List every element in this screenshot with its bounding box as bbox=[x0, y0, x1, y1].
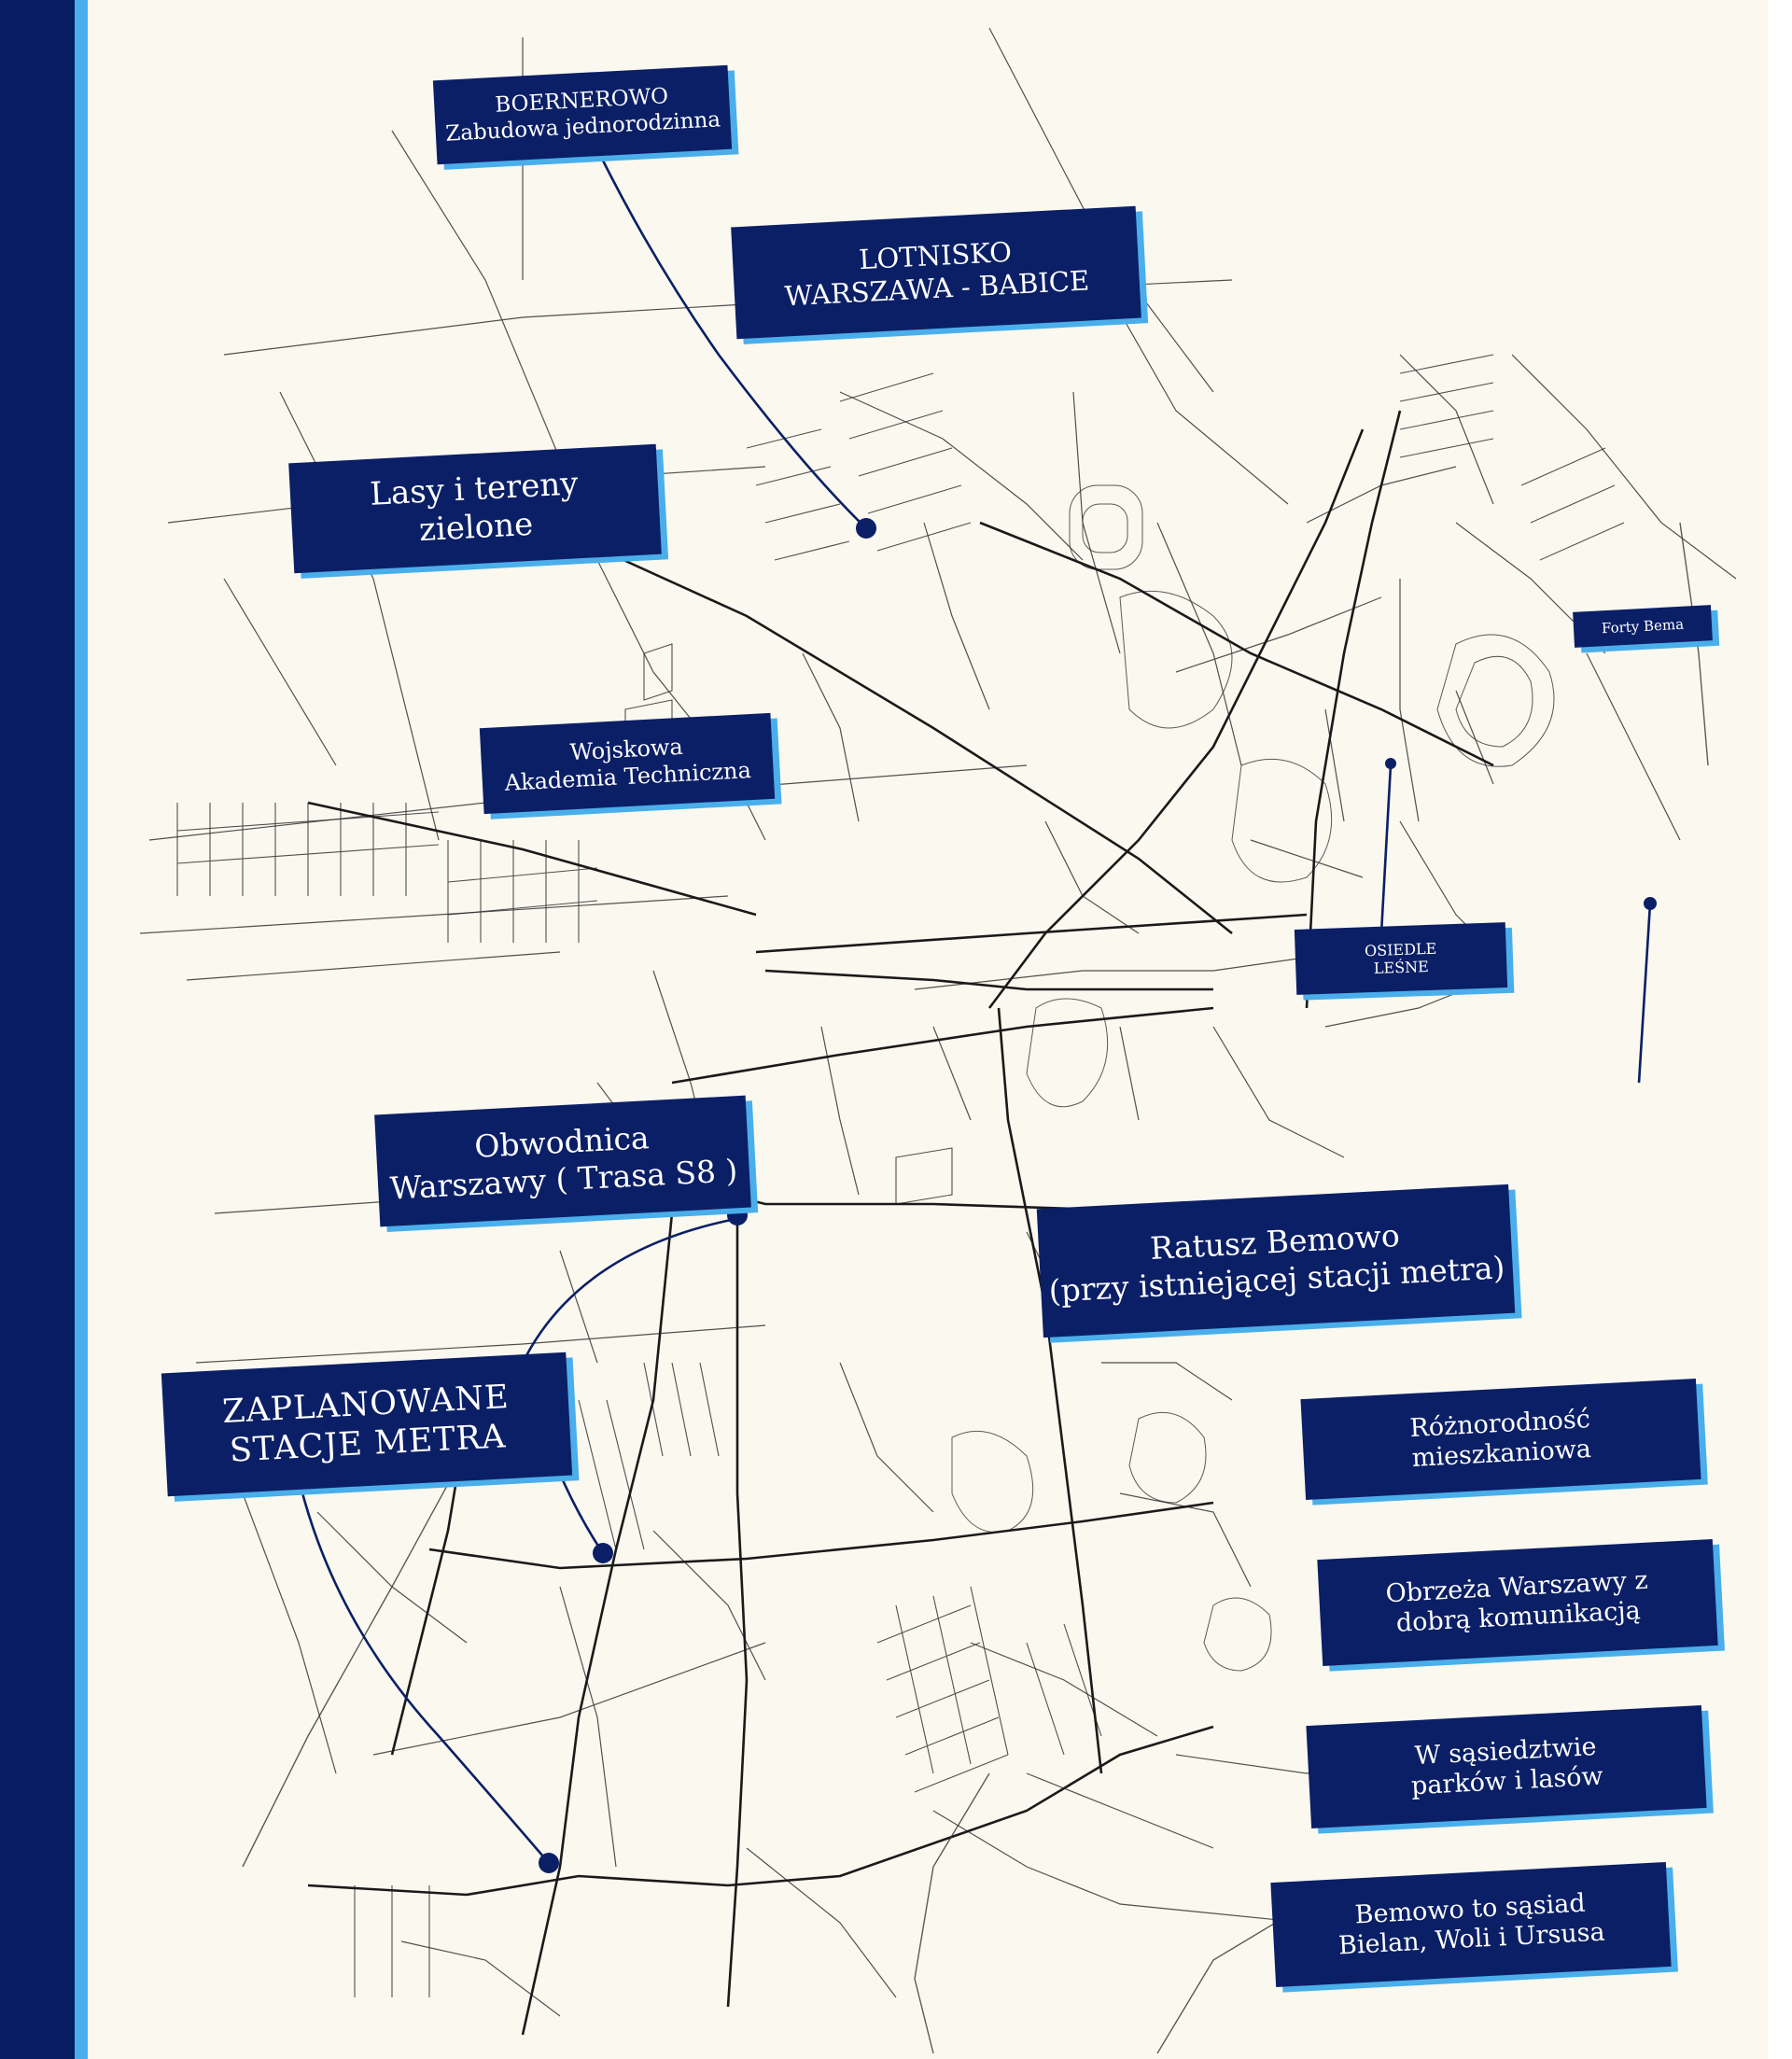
label-bemowo-sasiad: Bemowo to sąsiad Bielan, Woli i Ursusa bbox=[1270, 1861, 1672, 1988]
marker-planned-metro-1 bbox=[593, 1543, 613, 1563]
left-sidebar-bar bbox=[0, 0, 75, 2059]
label-forty-line1: Forty Bema bbox=[1601, 615, 1685, 637]
label-obwodnica-line2: Warszawy ( Trasa S8 ) bbox=[388, 1152, 739, 1207]
label-lasy-line2: zielone bbox=[417, 505, 535, 550]
marker-obwodnica bbox=[727, 1205, 748, 1226]
left-accent-stripe bbox=[75, 0, 88, 2059]
right-page-margin bbox=[1768, 0, 1792, 2059]
label-osiedle-lesne: OSIEDLE LEŚNE bbox=[1294, 922, 1508, 995]
marker-right bbox=[1644, 897, 1657, 910]
label-sasiedztwo: W sąsiedztwie parków i lasów bbox=[1306, 1704, 1707, 1829]
label-lotnisko-line2: WARSZAWA - BABICE bbox=[783, 264, 1090, 313]
label-roznorodnosc: Różnorodność mieszkaniowa bbox=[1300, 1378, 1701, 1501]
label-boernerowo: BOERNEROWO Zabudowa jednorodzinna bbox=[432, 64, 733, 165]
label-lotnisko: LOTNISKO WARSZAWA - BABICE bbox=[731, 205, 1141, 340]
label-lasy: Lasy i tereny zielone bbox=[288, 443, 662, 574]
street-grids bbox=[176, 354, 1625, 1997]
label-zaplanowane-stacje: ZAPLANOWANE STACJE METRA bbox=[161, 1352, 573, 1497]
label-wat: Wojskowa Akademia Techniczna bbox=[479, 712, 776, 815]
label-osiedle-line2: LEŚNE bbox=[1373, 957, 1430, 978]
label-forty-bema: Forty Bema bbox=[1573, 605, 1713, 648]
label-lasy-line1: Lasy i tereny bbox=[369, 465, 580, 514]
label-obwodnica: Obwodnica Warszawy ( Trasa S8 ) bbox=[374, 1095, 751, 1227]
label-ratusz-bemowo: Ratusz Bemowo (przy istniejącej stacji m… bbox=[1036, 1184, 1516, 1338]
label-wat-line2: Akademia Techniczna bbox=[503, 757, 752, 796]
marker-osiedle-lesne bbox=[1385, 758, 1396, 769]
label-obrzeza: Obrzeża Warszawy z dobrą komunikacją bbox=[1317, 1538, 1718, 1667]
marker-planned-metro-2 bbox=[539, 1853, 559, 1873]
marker-boernerowo bbox=[856, 518, 876, 539]
map-markers bbox=[539, 518, 1657, 1873]
major-roads bbox=[307, 410, 1494, 2036]
residential-blocks bbox=[951, 484, 1555, 1672]
